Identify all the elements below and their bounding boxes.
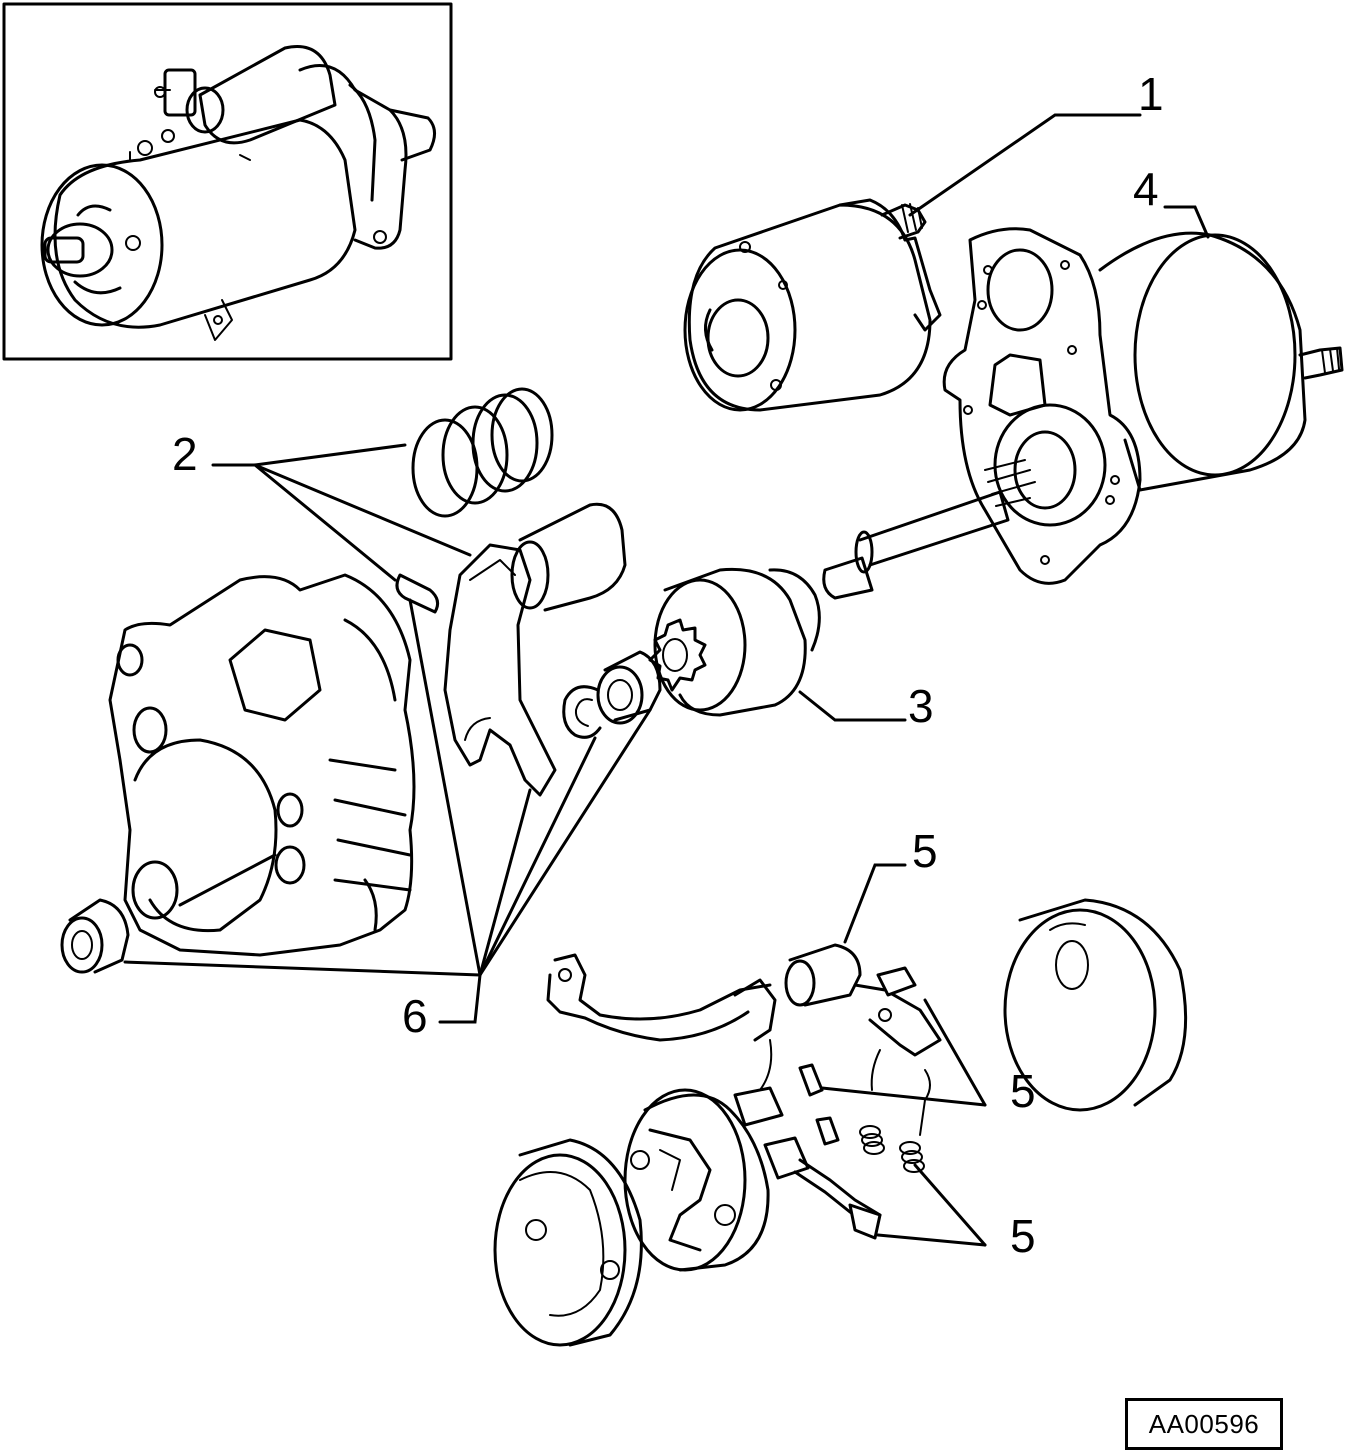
callout-2: 2 [172,428,198,480]
leaders-6 [123,598,652,1024]
shift-fork-part-2 [443,502,627,797]
pin-part-2 [395,573,440,614]
callout-4: 4 [1133,163,1159,215]
thrust-washer-part-6 [596,650,662,725]
end-cover [493,1138,643,1347]
callout-6: 6 [402,990,428,1042]
callout-1: 1 [1138,68,1164,120]
callout-5-middle: 5 [1010,1065,1036,1117]
drive-pinion-part-3 [648,567,821,717]
motor-housing-part-4 [822,227,1344,600]
leader-4 [1163,205,1210,239]
leaders-2 [211,443,472,582]
assembled-starter-inset [2,2,453,361]
reference-code-box: AA00596 [1125,1398,1283,1450]
cover-cap [1003,898,1188,1112]
callout-5-top: 5 [912,825,938,877]
solenoid-part-1 [683,198,942,412]
leader-3 [798,690,907,722]
callout-5-bottom: 5 [1010,1210,1036,1262]
leader-1 [908,113,1142,217]
callout-3: 3 [908,680,934,732]
leaders-5 [820,863,987,1247]
reference-code: AA00596 [1148,1408,1260,1439]
brush-springs [859,1125,925,1173]
bushing-part-6 [60,898,130,974]
drive-end-bracket [108,573,416,957]
return-spring-part-2 [411,387,554,518]
brush-plate-assembly [546,943,942,1272]
circlip-part-6 [562,685,602,739]
